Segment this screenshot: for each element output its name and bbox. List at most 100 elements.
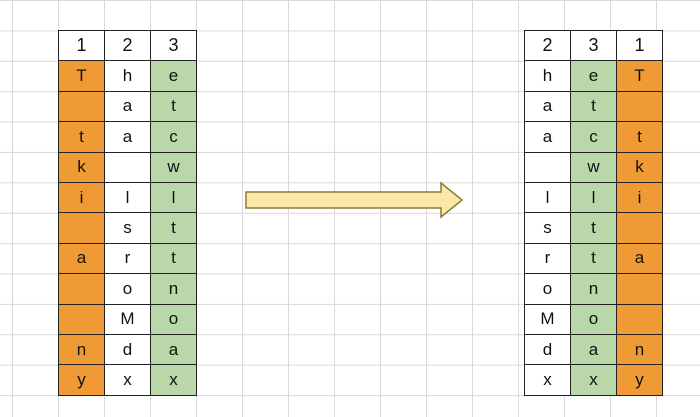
table-cell: l (570, 181, 617, 214)
table-cell: t (570, 242, 617, 275)
table-cell (616, 212, 663, 244)
table-cell: x (150, 364, 197, 396)
table-cell: c (150, 121, 197, 153)
table-cell: s (104, 212, 151, 244)
table-cell: x (104, 364, 151, 396)
right-arrow-icon (245, 181, 464, 219)
table-cell: t (150, 90, 197, 123)
table-cell: i (616, 181, 663, 214)
table-cell: t (58, 121, 105, 153)
table-cell: a (616, 242, 663, 275)
table-cell: y (58, 364, 105, 396)
table-cell: o (524, 273, 571, 305)
table-cell: a (150, 333, 197, 366)
table-cell: w (150, 151, 197, 183)
table-cell: t (570, 212, 617, 244)
table-cell: x (524, 364, 571, 396)
column-header-3: 3 (570, 29, 617, 62)
table-cell (616, 90, 663, 123)
table-cell: h (524, 60, 571, 92)
arrow-shape (245, 181, 464, 219)
table-cell: a (570, 333, 617, 366)
table-cell: t (616, 121, 663, 153)
column-header-3: 3 (150, 29, 197, 62)
table-cell: l (150, 181, 197, 214)
table-cell: i (58, 181, 105, 214)
table-cell: e (150, 60, 197, 92)
table-cell (104, 151, 151, 183)
table-cell: o (150, 303, 197, 335)
table-cell (616, 273, 663, 305)
table-cell: n (616, 333, 663, 366)
table-cell: T (616, 60, 663, 92)
column-header-1: 1 (58, 29, 105, 62)
table-cell (58, 273, 105, 305)
table-cell: x (570, 364, 617, 396)
table-cell: a (524, 90, 571, 123)
table-cell: l (524, 181, 571, 214)
table-cell (524, 151, 571, 183)
table-cell: r (104, 242, 151, 275)
table-cell: o (570, 303, 617, 335)
table-cell: s (524, 212, 571, 244)
table-cell: h (104, 60, 151, 92)
table-cell: l (104, 181, 151, 214)
table-cell: t (150, 242, 197, 275)
table-cell (58, 303, 105, 335)
table-cell: w (570, 151, 617, 183)
table-cell (58, 212, 105, 244)
table-cell: a (104, 90, 151, 123)
column-header-2: 2 (524, 29, 571, 62)
table-cell: M (524, 303, 571, 335)
table-cell: n (150, 273, 197, 305)
table-cell: d (104, 333, 151, 366)
table-cell: c (570, 121, 617, 153)
table-cell: t (570, 90, 617, 123)
table-cell: y (616, 364, 663, 396)
table-cell: n (570, 273, 617, 305)
table-cell (616, 303, 663, 335)
table-cell: a (104, 121, 151, 153)
table-cell (58, 90, 105, 123)
column-header-2: 2 (104, 29, 151, 62)
table-cell: e (570, 60, 617, 92)
table-cell: T (58, 60, 105, 92)
table-cell: o (104, 273, 151, 305)
table-cell: M (104, 303, 151, 335)
table-cell: a (58, 242, 105, 275)
table-cell: n (58, 333, 105, 366)
table-cell: r (524, 242, 571, 275)
column-header-1: 1 (616, 29, 663, 62)
table-cell: a (524, 121, 571, 153)
table-cell: k (58, 151, 105, 183)
table-cell: k (616, 151, 663, 183)
table-cell: d (524, 333, 571, 366)
